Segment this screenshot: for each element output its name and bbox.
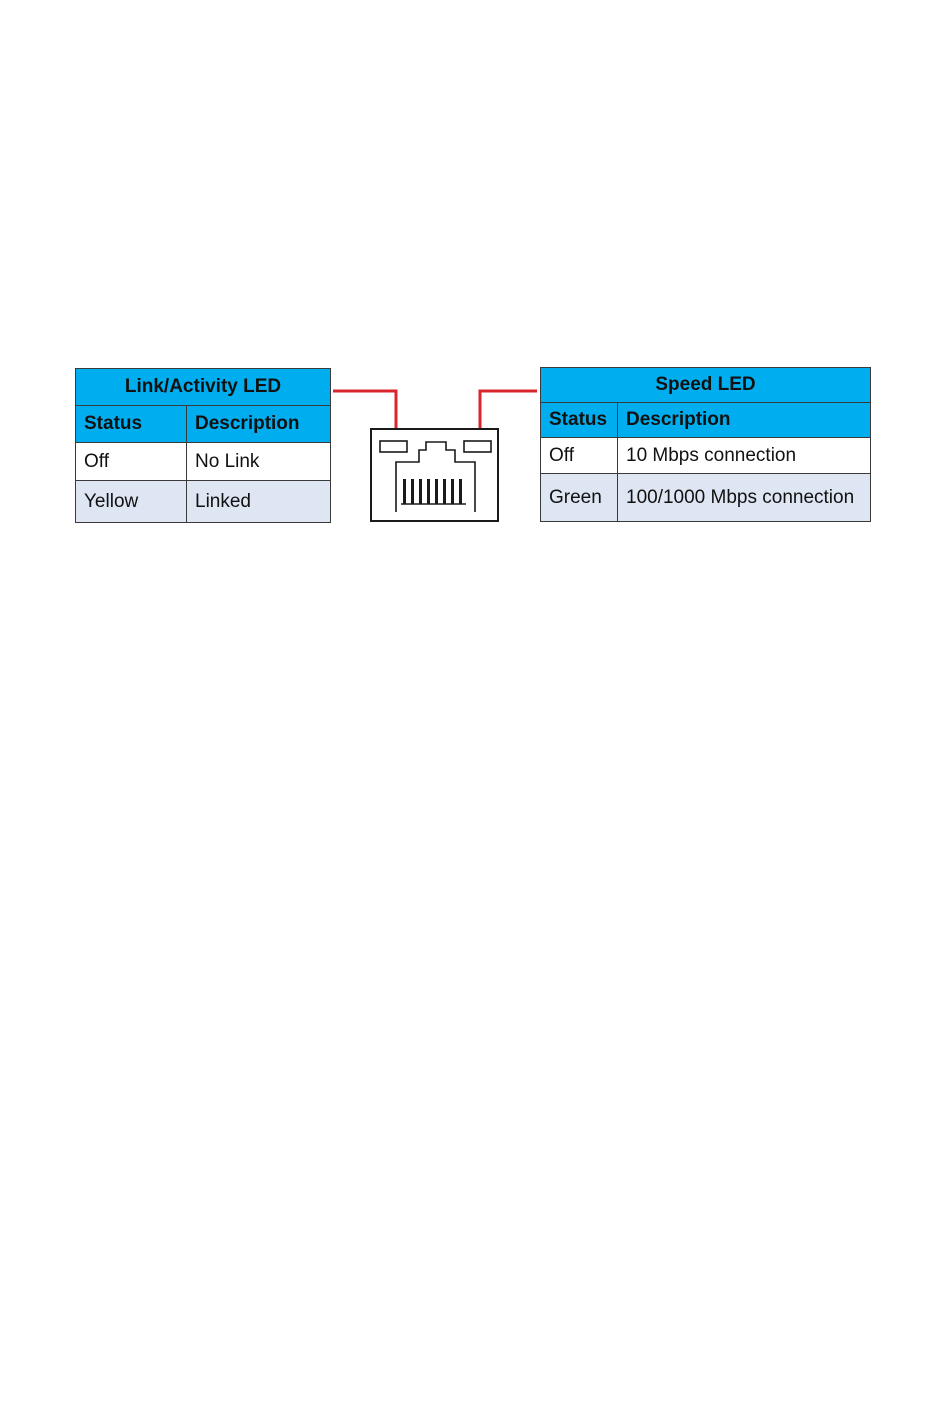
link-led-window <box>380 441 407 452</box>
description-cell: 10 Mbps connection <box>618 438 871 474</box>
description-cell: 100/1000 Mbps connection <box>618 474 871 522</box>
table-row: Off 10 Mbps connection <box>541 438 871 474</box>
table-row: Green 100/1000 Mbps connection <box>541 474 871 522</box>
description-column-header: Description <box>618 403 871 438</box>
speed-led-table: Speed LED Status Description Off 10 Mbps… <box>540 367 871 522</box>
status-column-header: Status <box>541 403 618 438</box>
status-cell: Green <box>541 474 618 522</box>
status-cell: Off <box>541 438 618 474</box>
speed-led-window <box>464 441 491 452</box>
speed-led-title: Speed LED <box>541 368 871 403</box>
